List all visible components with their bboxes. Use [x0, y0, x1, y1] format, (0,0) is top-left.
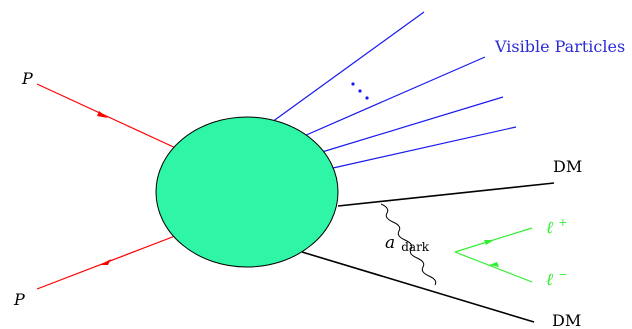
- proton-arrow-bottom: [100, 259, 111, 265]
- proton-label-bottom: P: [13, 290, 25, 309]
- dm-line-top: [337, 182, 555, 207]
- a-dark-label: a dark: [385, 233, 430, 254]
- lepton-plus-symbol: ℓ: [546, 218, 553, 238]
- lepton-arrow-minus: [489, 262, 499, 267]
- dark-photon-wavy-line: [380, 203, 437, 286]
- dark-matter-lines: [301, 182, 555, 323]
- lepton-plus-sup: +: [558, 216, 567, 229]
- lepton-minus-sup: −: [558, 268, 567, 281]
- ellipsis-dot-2: [358, 89, 362, 93]
- dm-label-bottom: DM: [552, 311, 581, 329]
- proton-arrow-top: [97, 111, 108, 118]
- interaction-blob: [155, 116, 339, 268]
- visible-particle-lines: [271, 11, 517, 169]
- dm-label-top: DM: [553, 157, 582, 176]
- lepton-minus-symbol: ℓ: [546, 270, 553, 290]
- lepton-lines: [454, 227, 533, 283]
- visible-line-4: [332, 126, 517, 169]
- visible-line-2: [303, 56, 486, 137]
- a-dark-symbol: a: [385, 233, 395, 253]
- visible-line-3: [321, 96, 504, 153]
- lepton-minus-label: ℓ −: [546, 268, 567, 290]
- incoming-protons: [36, 83, 181, 290]
- a-dark-subscript: dark: [401, 240, 430, 254]
- visible-particles-label: Visible Particles: [494, 37, 625, 56]
- proton-label-top: P: [21, 69, 33, 88]
- ellipsis-dot-1: [351, 82, 355, 86]
- proton-line-top: [36, 83, 181, 151]
- lepton-plus-label: ℓ +: [546, 216, 567, 238]
- lepton-arrow-plus: [484, 240, 494, 245]
- dm-line-bottom: [301, 251, 535, 323]
- lepton-line-minus: [454, 251, 533, 283]
- visible-line-1: [271, 11, 425, 123]
- ellipsis-dot-3: [365, 96, 369, 100]
